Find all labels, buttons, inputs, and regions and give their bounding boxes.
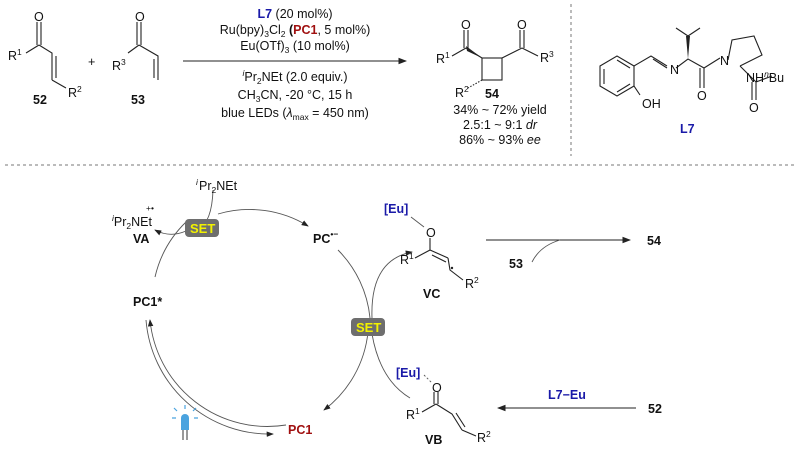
reactant-53: O R3 53 <box>112 10 159 107</box>
blue-led-icon <box>172 405 198 440</box>
vb-label: VB <box>425 433 442 447</box>
yield-range: 34% ~ 72% yield <box>453 103 547 117</box>
ee-range: 86% ~ 93% ee <box>459 133 541 147</box>
substrate-52-label: 52 <box>648 402 662 416</box>
reagent-53-curve <box>531 239 561 263</box>
catalytic-cycle: iNEt Pr2NEt iPr2NEt +• VA SET SET PC•− P… <box>112 177 413 440</box>
set-badge-2: SET <box>351 318 385 336</box>
pc-radical-anion: PC•− <box>313 229 338 246</box>
plus-sign: + <box>88 55 95 69</box>
amine-reductant-text: Pr2NEt <box>199 179 238 195</box>
reagent-53-label: 53 <box>509 257 523 271</box>
intermediate-vb: [Eu] O R1 R2 VB <box>396 366 491 447</box>
r1-label: R1 <box>436 50 450 66</box>
oxygen-label: O <box>135 10 145 24</box>
ligand-l7: OH N O N O NHnBu L7 <box>599 27 784 136</box>
vc-label: VC <box>423 287 440 301</box>
condition-photocatalyst: Ru(bpy)3Cl2 (PC1, 5 mol%) <box>220 23 371 39</box>
amide-nh-label: NHnBu <box>746 69 784 85</box>
r2-label: R2 <box>465 275 479 291</box>
l7-eu-label: L7−Eu <box>548 388 586 402</box>
oxygen-label: O <box>432 381 442 395</box>
compound-label-53: 53 <box>131 93 145 107</box>
dr-range: 2.5:1 ~ 9:1 dr <box>463 118 538 132</box>
r1-label: R1 <box>400 251 414 267</box>
condition-base: iPr2NEt (2.0 equiv.) <box>242 68 347 86</box>
compound-label-52: 52 <box>33 93 47 107</box>
r1-label: R1 <box>8 47 22 63</box>
condition-light: blue LEDs (λmax = 450 nm) <box>221 106 369 122</box>
pc1-ground: PC1 <box>288 423 312 437</box>
eu-label: [Eu] <box>384 202 408 216</box>
r3-label: R3 <box>540 49 554 65</box>
condition-lewis-acid: Eu(OTf)3 (10 mol%) <box>240 39 350 55</box>
amine-reductant: iNEt <box>196 177 199 187</box>
set-badge-1: SET <box>185 219 219 237</box>
radical-cation-sign: +• <box>146 203 154 213</box>
compound-label-54: 54 <box>485 87 499 101</box>
product-54: O O R1 R3 R2 54 34% ~ 72% yield 2.5:1 ~ … <box>436 18 554 147</box>
product-54-label: 54 <box>647 234 661 248</box>
pc1-excited: PC1* <box>133 295 162 309</box>
r2-label: R2 <box>477 429 491 445</box>
r2-label: R2 <box>68 84 82 100</box>
condition-solvent: CH3CN, -20 °C, 15 h <box>238 88 353 104</box>
oxygen-label: O <box>461 18 471 32</box>
oxygen-label: O <box>517 18 527 32</box>
reaction-conditions: L7 (20 mol%) Ru(bpy)3Cl2 (PC1, 5 mol%) E… <box>220 7 371 122</box>
intermediate-va: VA <box>133 232 149 246</box>
svg-text:SET: SET <box>356 320 381 335</box>
oxygen-label: O <box>426 226 436 240</box>
ligand-label: L7 <box>680 122 695 136</box>
imine-nitrogen: N <box>670 63 679 77</box>
r3-label: R3 <box>112 57 126 73</box>
r1-label: R1 <box>406 406 420 422</box>
r2-label: R2 <box>455 84 469 100</box>
svg-text:SET: SET <box>190 221 215 236</box>
oxygen-label: O <box>697 89 707 103</box>
oxygen-label: O <box>749 101 759 115</box>
hydroxyl-label: OH <box>642 97 661 111</box>
oxygen-label: O <box>34 10 44 24</box>
condition-ligand: L7 (20 mol%) <box>257 7 332 21</box>
proline-nitrogen: N <box>720 54 729 68</box>
eu-label: [Eu] <box>396 366 420 380</box>
reactant-52: O R1 R2 52 <box>8 10 82 107</box>
intermediate-vc: [Eu] O R1 R2 VC <box>384 202 479 301</box>
amine-radical-cation: iPr2NEt <box>112 213 152 231</box>
